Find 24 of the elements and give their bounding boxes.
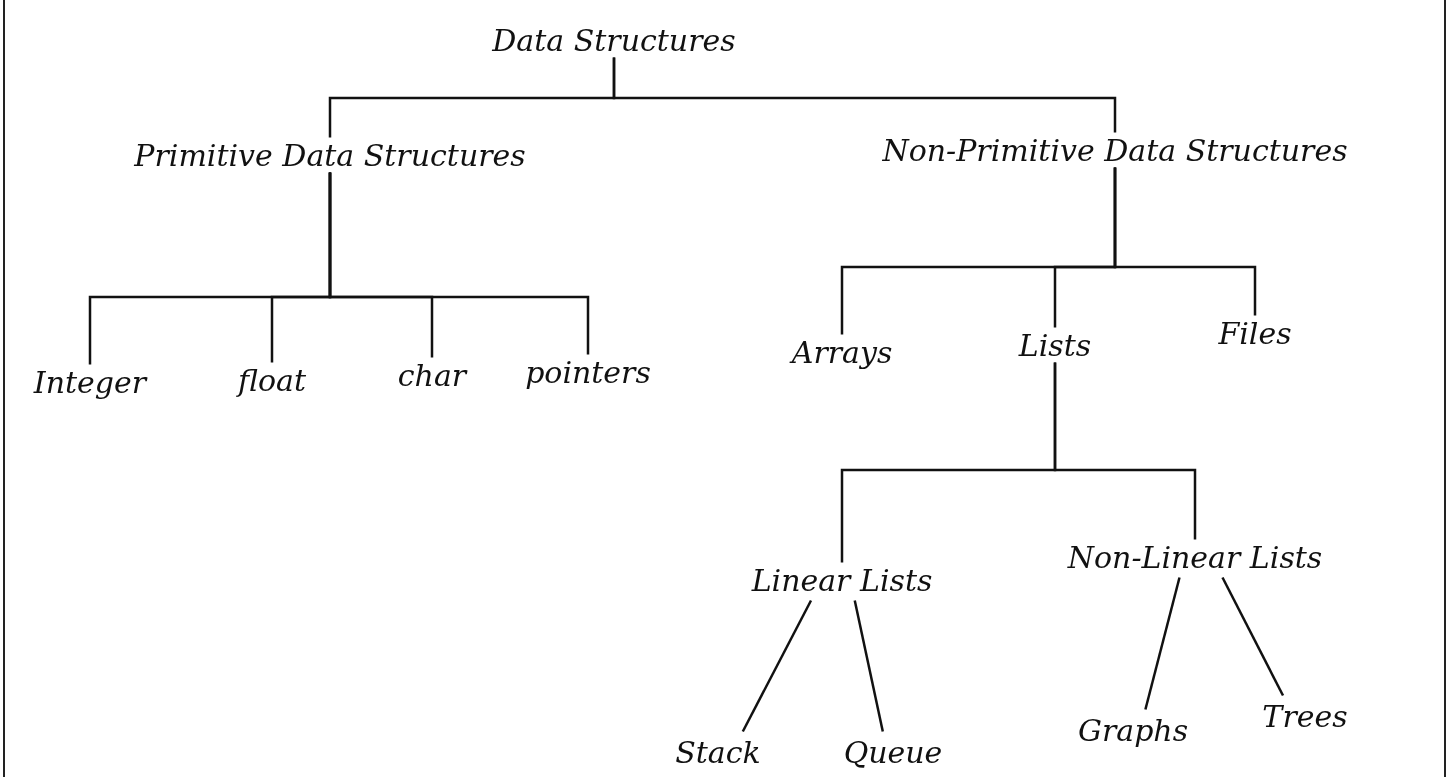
node-label: Non-Linear Lists bbox=[1067, 540, 1323, 574]
node-label: pointers bbox=[525, 355, 651, 389]
connector-line bbox=[1053, 362, 1197, 540]
connector-line bbox=[853, 600, 885, 732]
node-label: Data Structures bbox=[492, 23, 736, 57]
node-label: char bbox=[397, 358, 467, 392]
node-label: Integer bbox=[33, 365, 147, 399]
node-label: float bbox=[238, 363, 306, 397]
node-label: Primitive Data Structures bbox=[134, 138, 526, 172]
connector-line bbox=[1144, 577, 1181, 710]
node-label: Trees bbox=[1262, 699, 1348, 733]
connector-line bbox=[1113, 167, 1257, 316]
connector-line bbox=[328, 172, 590, 355]
connector-line bbox=[1221, 576, 1285, 697]
node-label: Files bbox=[1218, 316, 1292, 350]
node-label: Linear Lists bbox=[751, 563, 933, 597]
connector-line bbox=[612, 57, 1117, 133]
node-label: Lists bbox=[1018, 328, 1092, 362]
node-label: Graphs bbox=[1077, 713, 1189, 747]
node-label: Queue bbox=[843, 735, 943, 769]
node-label: Stack bbox=[675, 735, 761, 769]
node-label: Arrays bbox=[791, 335, 893, 369]
node-label: Non-Primitive Data Structures bbox=[882, 133, 1348, 167]
connector-line bbox=[741, 599, 813, 733]
